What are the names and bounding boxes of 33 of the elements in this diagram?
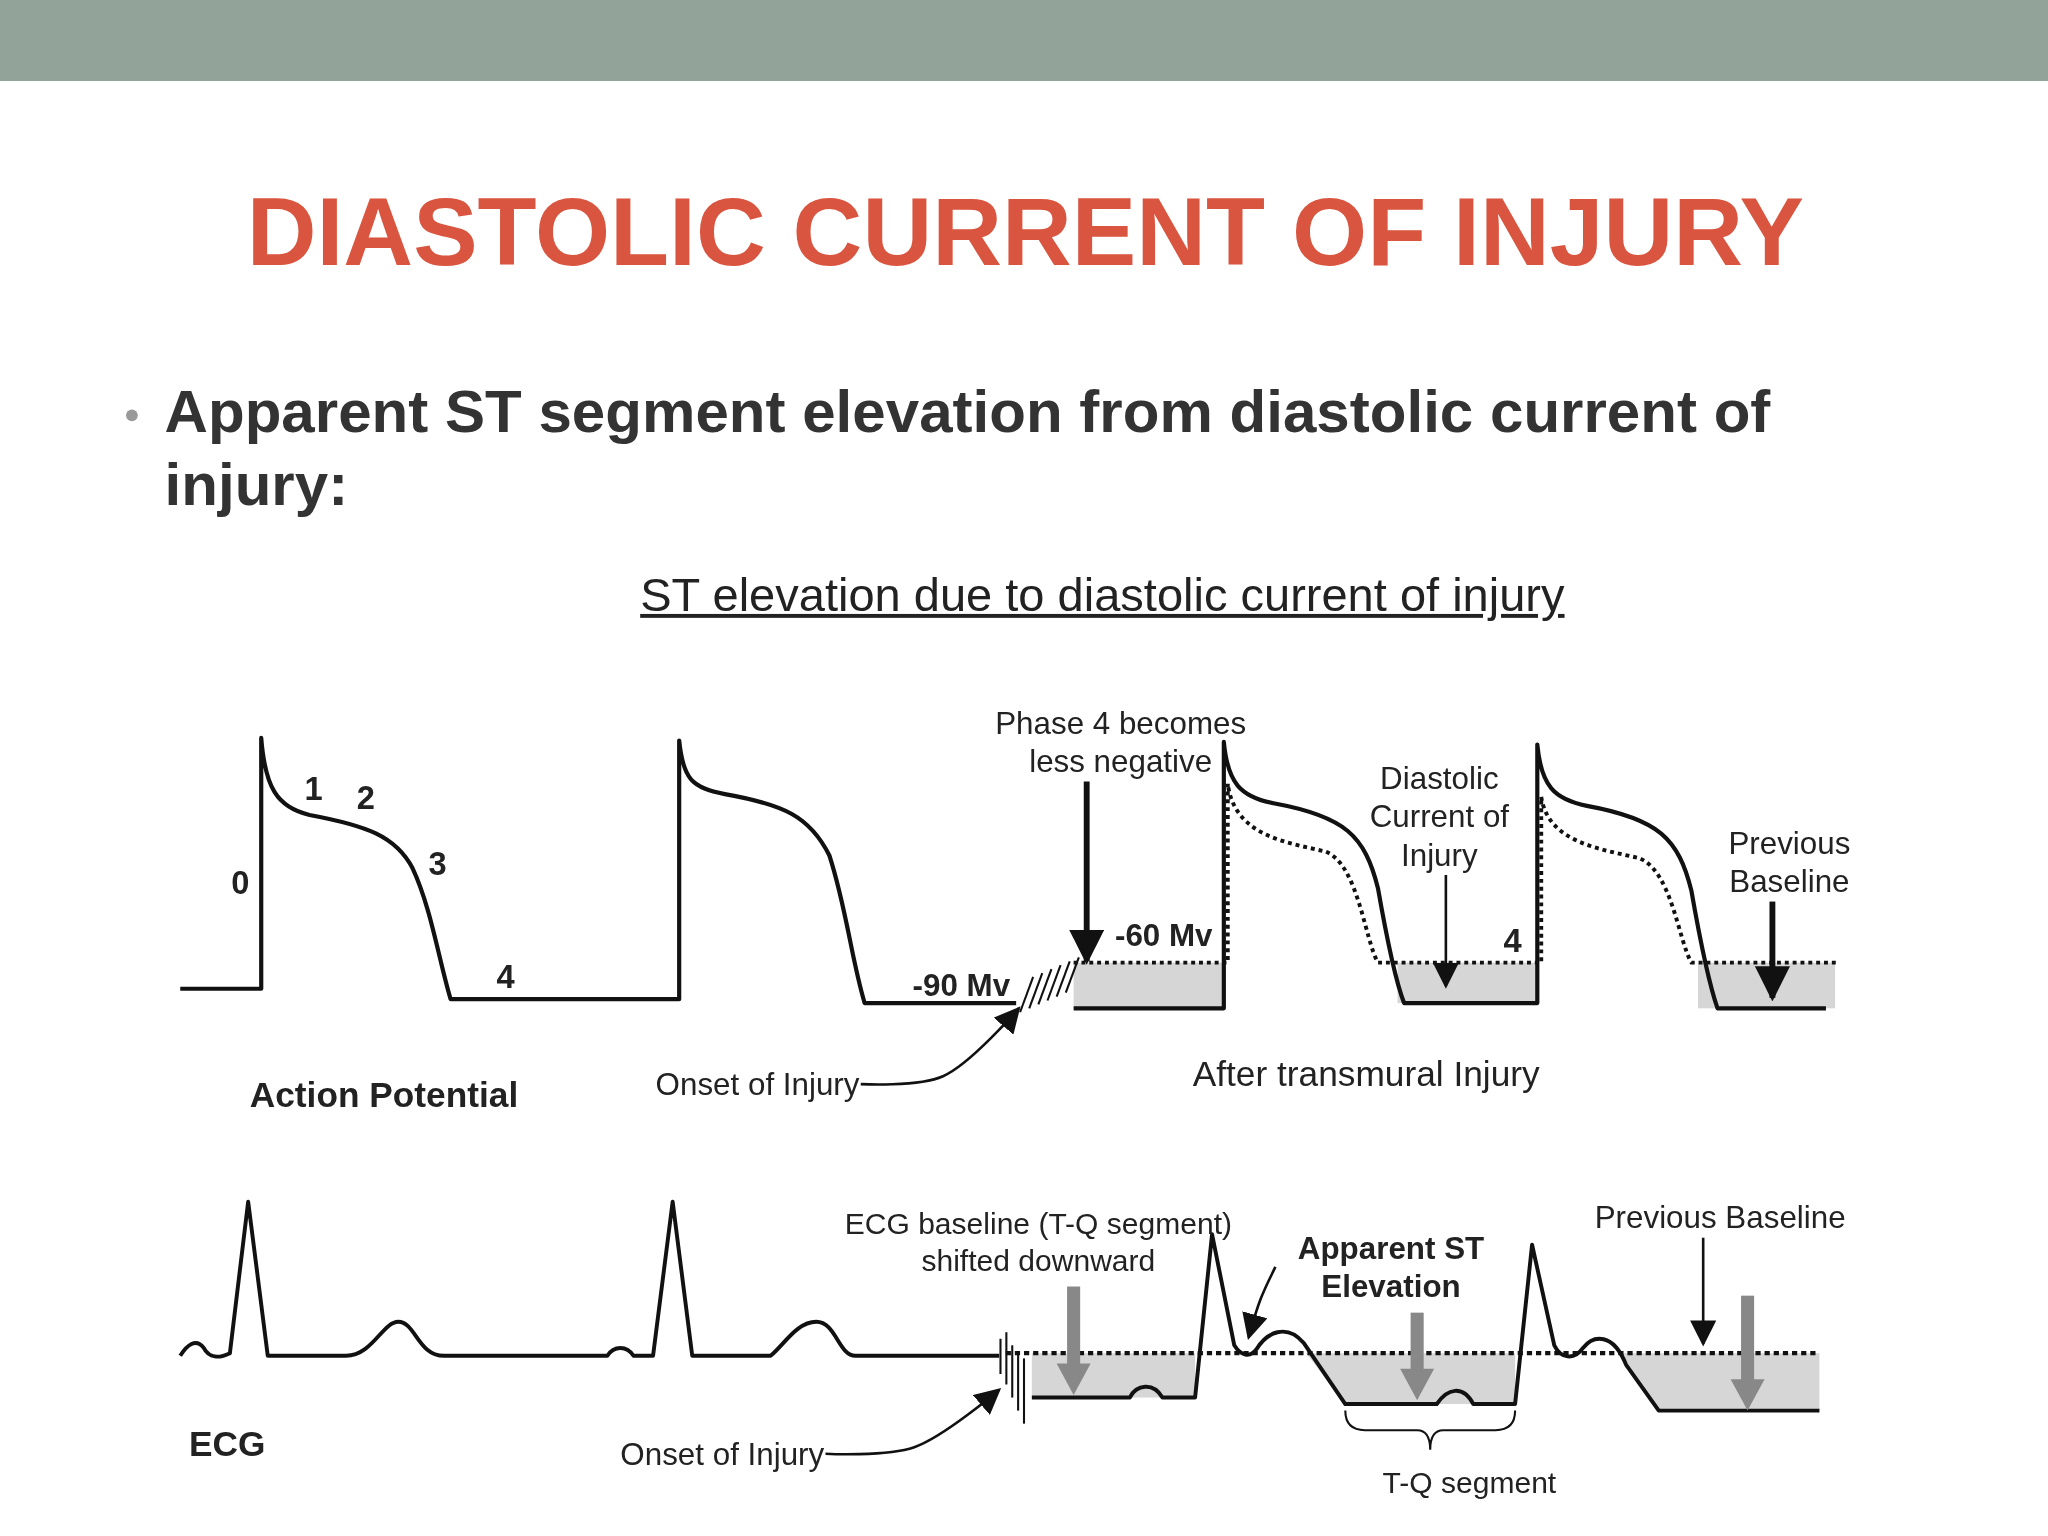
leader-arrow [825, 1388, 1002, 1456]
leader-arrow [1754, 901, 1791, 1002]
leader-arrow [1069, 781, 1105, 965]
annotation-text: Onset of Injury [655, 1064, 860, 1104]
panel-label: ECG [189, 1423, 266, 1466]
slide-title: DIASTOLIC CURRENT OF INJURY [246, 176, 1804, 288]
hatch-mark [1019, 957, 1080, 1013]
annotation-text: Onset of Injury [620, 1434, 825, 1473]
leader-arrow [860, 1006, 1021, 1086]
annotation-text: Apparent ST Elevation [1276, 1228, 1506, 1306]
phase-number: 0 [231, 863, 250, 903]
shaded-band [1073, 962, 1224, 1009]
phase-number: 3 [428, 843, 447, 884]
annotation-text: T-Q segment [1382, 1464, 1557, 1501]
phase-number: 1 [304, 769, 323, 809]
phase-number: 2 [356, 778, 375, 818]
leader-arrow [1432, 874, 1459, 989]
phase-number: 4 [496, 957, 515, 997]
voltage-label: -90 Mv [912, 966, 1011, 1004]
annotation-text: Phase 4 becomes less negative [970, 703, 1271, 781]
panel-label: After transmural Injury [1192, 1053, 1540, 1096]
phase-number: 4 [1503, 920, 1522, 961]
voltage-label: -60 Mv [1114, 916, 1213, 955]
figure-heading: ST elevation due to diastolic current of injury [640, 567, 1565, 624]
annotation-text: Previous Baseline [1594, 1198, 1846, 1237]
annotation-text: ECG baseline (T-Q segment) shifted downward [843, 1205, 1234, 1279]
annotation-text: Diastolic Current of Injury [1341, 759, 1538, 874]
leader-arrow [1690, 1237, 1717, 1347]
panel-label: Action Potential [249, 1074, 519, 1117]
annotation-text: Previous Baseline [1704, 823, 1875, 901]
bullet-text: Apparent ST segment elevation from diastolic current of injury: [164, 376, 1772, 521]
hatch-mark [999, 1332, 1026, 1424]
leader-arrow [1242, 1266, 1277, 1340]
